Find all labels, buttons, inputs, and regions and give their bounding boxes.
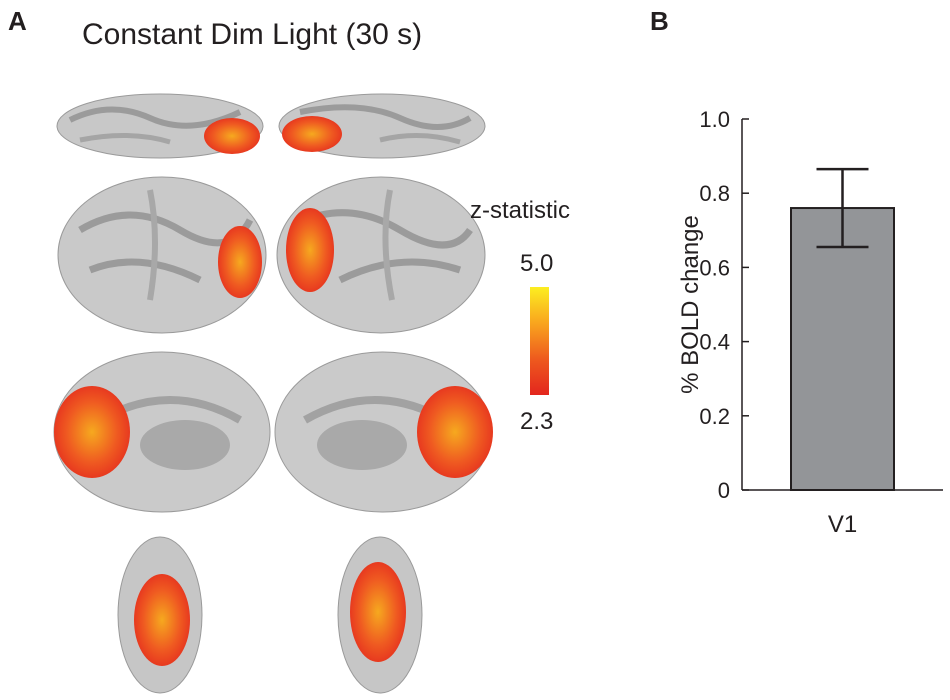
panel-a-label: A [8, 6, 27, 36]
y-tick-label: 0.4 [699, 330, 730, 355]
brain-posterior-right [337, 536, 423, 694]
figure-title: Constant Dim Light (30 s) [82, 18, 423, 51]
brain-surface-maps [53, 93, 493, 694]
x-category-label: V1 [828, 511, 857, 538]
brain-ventral-right [278, 93, 486, 159]
colorbar-title: z-statistic [470, 197, 571, 224]
bar [790, 207, 895, 491]
colorbar-max-label: 5.0 [520, 250, 554, 277]
colorbar-min-label: 2.3 [520, 408, 554, 435]
brain-medial-right [274, 351, 493, 513]
y-tick-label: 0.6 [699, 255, 730, 280]
brain-lateral-left [57, 176, 267, 334]
brain-posterior-left [117, 536, 203, 694]
brain-lateral-right [276, 176, 486, 334]
y-axis-label: % BOLD change [677, 215, 704, 394]
y-tick-label: 1.0 [699, 107, 730, 132]
brain-medial-left [53, 351, 271, 513]
colorbar [530, 287, 549, 395]
brain-ventral-left [56, 93, 264, 159]
panel-b-label: B [650, 6, 669, 36]
y-tick-label: 0.2 [699, 404, 730, 429]
y-tick-label: 0 [718, 478, 730, 503]
y-tick-label: 0.8 [699, 181, 730, 206]
